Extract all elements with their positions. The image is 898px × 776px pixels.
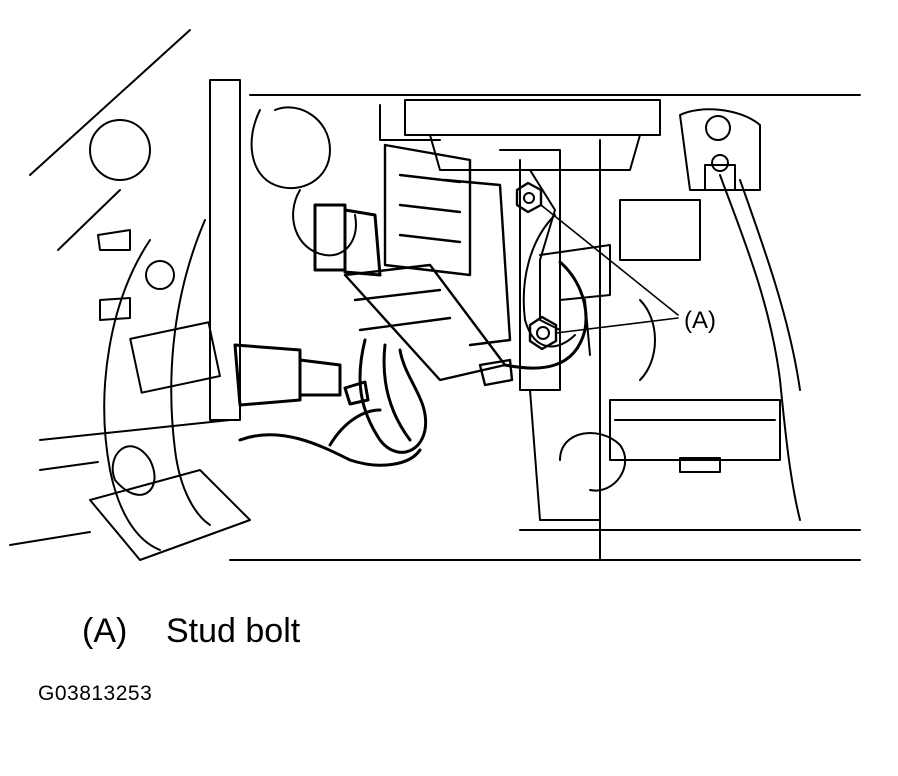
right-components	[559, 139, 801, 561]
stud-bolt-lower	[528, 315, 558, 351]
ground-wire	[503, 260, 588, 370]
upper-brackets	[250, 99, 761, 257]
callout-label-a: (A)	[684, 307, 716, 334]
engine-bay-illustration: (A)	[9, 29, 861, 561]
outline-strokes	[9, 29, 861, 561]
figure-id: G03813253	[38, 682, 153, 705]
left-hose	[89, 79, 251, 561]
legend-key: (A)	[82, 612, 128, 650]
legend: (A) Stud bolt	[82, 612, 300, 651]
callout-leaders	[540, 204, 679, 334]
connector-block	[343, 143, 514, 387]
legend-text: Stud bolt	[166, 612, 301, 650]
wiring-harness	[233, 203, 428, 467]
